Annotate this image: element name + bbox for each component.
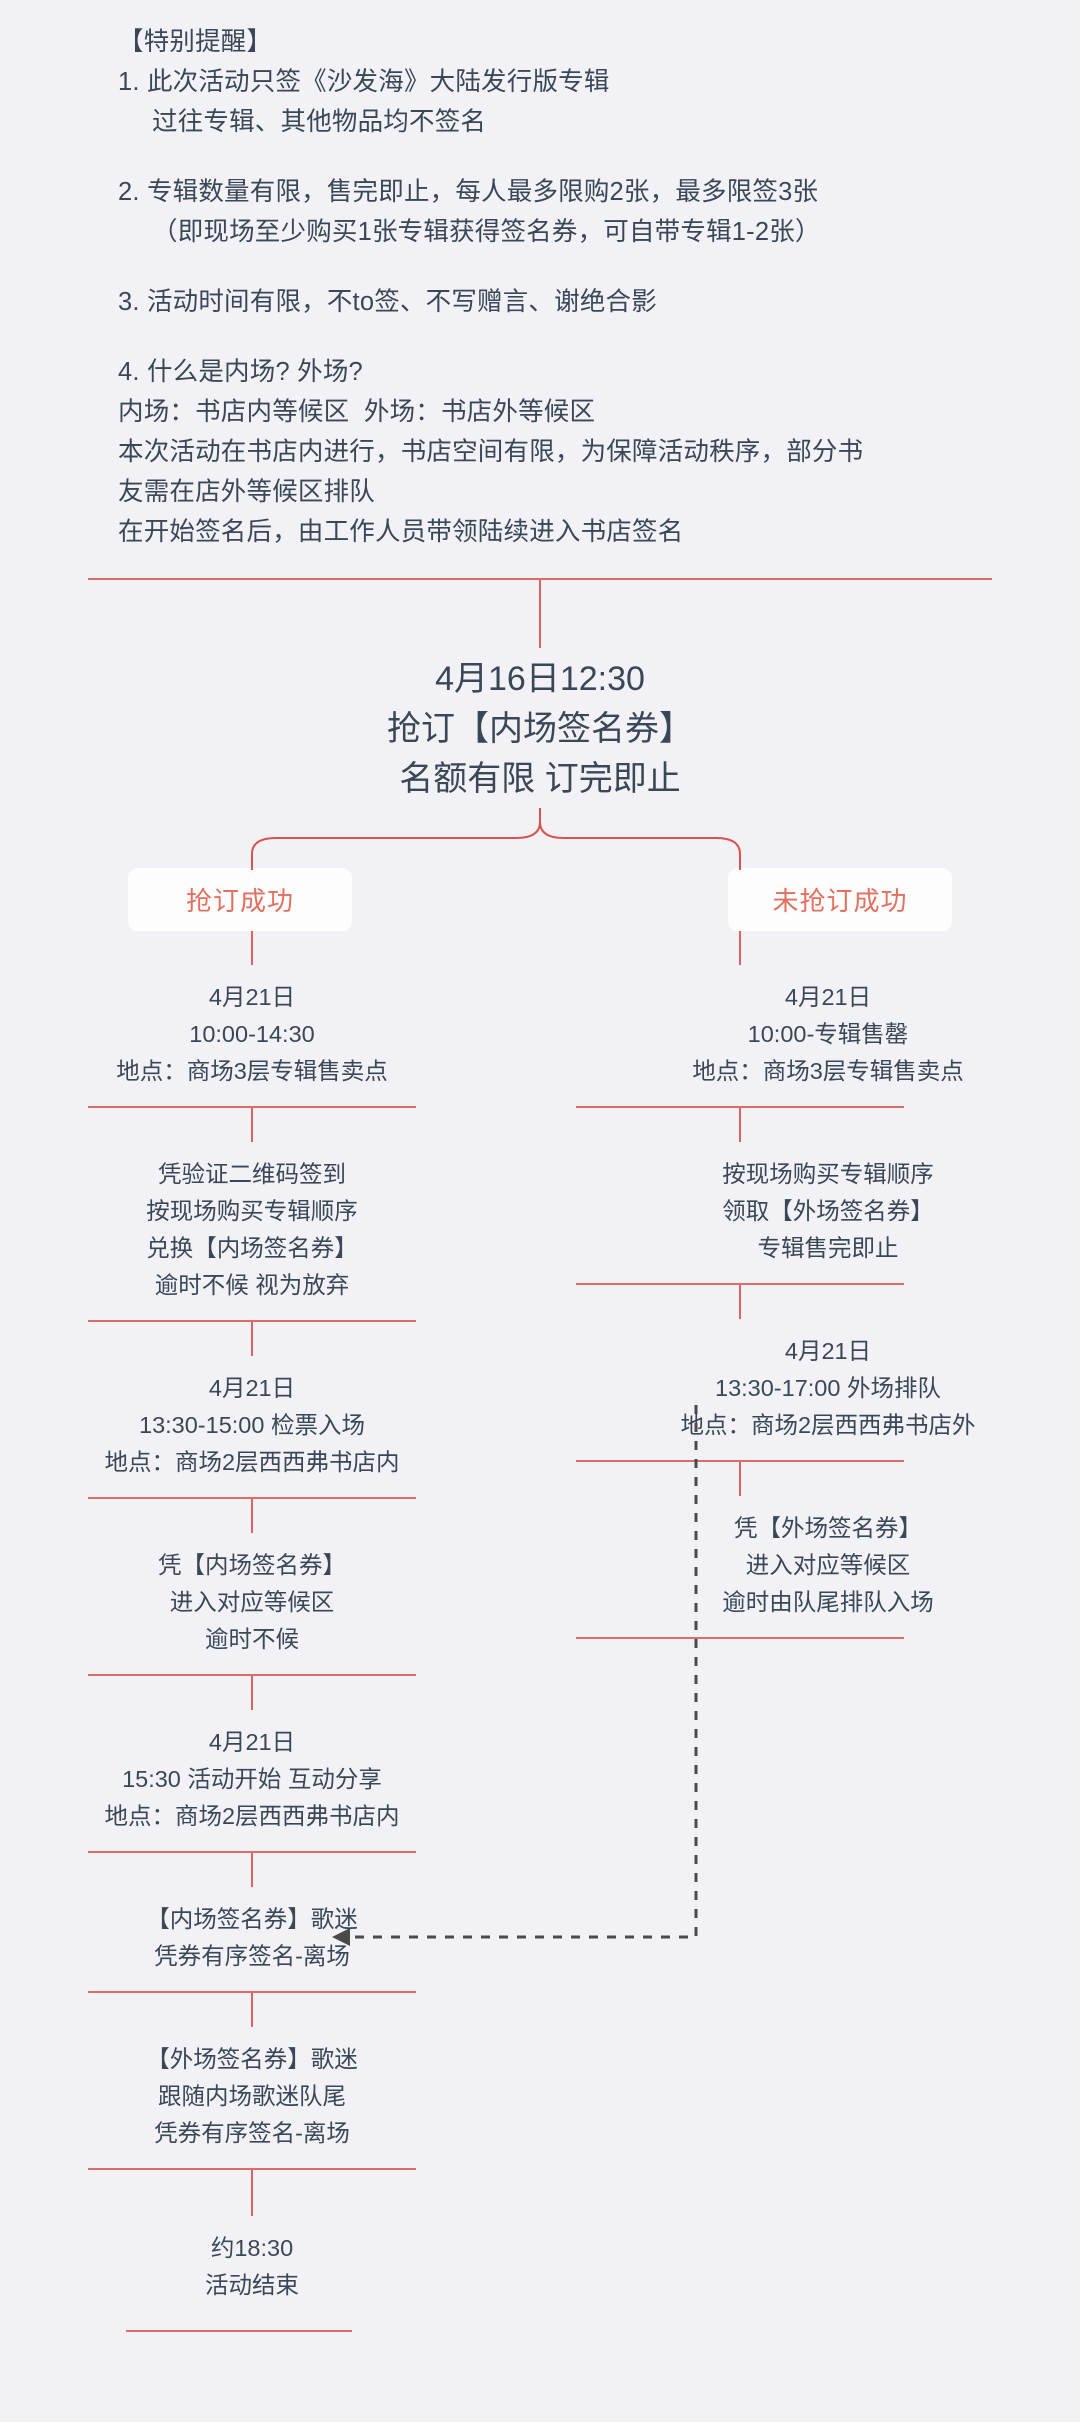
flow-columns: 4月21日 10:00-14:30 地点：商场3层专辑售卖点 凭验证二维码签到 …	[0, 931, 1080, 2332]
connector-left-5	[251, 1853, 253, 1887]
flow-column-left: 4月21日 10:00-14:30 地点：商场3层专辑售卖点 凭验证二维码签到 …	[0, 931, 540, 2332]
connector-right-1	[739, 1108, 741, 1142]
notice-venue-desc-1: 本次活动在书店内进行，书店空间有限，为保障活动秩序，部分书	[118, 438, 864, 466]
flowchart: 4月16日12:30 抢订【内场签名券】 名额有限 订完即止 抢订成功 未抢订成…	[0, 578, 1080, 2422]
connector-left-3	[251, 1499, 253, 1533]
left-step-1: 4月21日 10:00-14:30 地点：商场3层专辑售卖点	[116, 984, 388, 1084]
connector-right-0	[739, 931, 741, 965]
badge-booking-failed: 未抢订成功	[728, 868, 952, 931]
connector-left-6	[251, 1993, 253, 2027]
divider-top	[88, 578, 992, 580]
connector-right-2	[739, 1285, 741, 1319]
notice-line-3: 3. 活动时间有限，不to签、不写赠言、谢绝合影	[118, 288, 657, 316]
flow-title-line-3: 名额有限 订完即止	[399, 760, 681, 798]
notice-line-1: 1. 此次活动只签《沙发海》大陆发行版专辑	[118, 68, 610, 96]
right-step-2: 按现场购买专辑顺序 领取【外场签名券】 专辑售完即止	[722, 1161, 934, 1261]
left-step-4: 凭【内场签名券】 进入对应等候区 逾时不候	[158, 1552, 346, 1652]
right-step-1: 4月21日 10:00-专辑售罄 地点：商场3层专辑售卖点	[692, 984, 964, 1084]
left-divider-5	[88, 1851, 416, 1853]
connector-left-2	[251, 1322, 253, 1356]
flow-title: 4月16日12:30 抢订【内场签名券】 名额有限 订完即止	[0, 648, 1080, 808]
left-divider-7	[88, 2168, 416, 2170]
notice-venue-desc-2: 友需在店外等候区排队	[118, 478, 376, 506]
notice-line-1b: 过往专辑、其他物品均不签名	[152, 108, 487, 136]
branch-fork	[0, 808, 1080, 870]
connector-left-1	[251, 1108, 253, 1142]
right-divider-4	[576, 1637, 904, 1639]
flow-column-right: 4月21日 10:00-专辑售罄 地点：商场3层专辑售卖点 按现场购买专辑顺序 …	[540, 931, 1080, 2332]
connector-left-0	[251, 931, 253, 965]
left-step-3: 4月21日 13:30-15:00 检票入场 地点：商场2层西西弗书店内	[104, 1375, 400, 1475]
notice-line-4: 4. 什么是内场? 外场?	[118, 358, 363, 386]
right-step-4: 凭【外场签名券】 进入对应等候区 逾时由队尾排队入场	[722, 1515, 934, 1615]
flow-title-line-1: 4月16日12:30	[435, 660, 645, 698]
notice-heading: 【特别提醒】	[118, 28, 273, 56]
flow-end-divider	[126, 2330, 352, 2332]
left-step-2: 凭验证二维码签到 按现场购买专辑顺序 兑换【内场签名券】 逾时不候 视为放弃	[146, 1161, 358, 1298]
right-divider-3	[576, 1460, 904, 1462]
flow-end-step: 约18:30 活动结束	[205, 2235, 299, 2298]
left-divider-4	[88, 1674, 416, 1676]
left-divider-3	[88, 1497, 416, 1499]
left-divider-2	[88, 1320, 416, 1322]
flow-title-line-2: 抢订【内场签名券】	[387, 710, 693, 748]
notice-venue-desc-3: 在开始签名后，由工作人员带领陆续进入书店签名	[118, 518, 684, 546]
left-step-7: 【外场签名券】歌迷 跟随内场歌迷队尾 凭券有序签名-离场	[146, 2046, 358, 2146]
connector-left-4	[251, 1676, 253, 1710]
left-step-6: 【内场签名券】歌迷 凭券有序签名-离场	[146, 1906, 358, 1969]
right-step-3: 4月21日 13:30-17:00 外场排队 地点：商场2层西西弗书店外	[680, 1338, 976, 1438]
notice-line-2b: （即现场至少购买1张专辑获得签名券，可自带专辑1-2张）	[152, 218, 821, 246]
connector-right-3	[739, 1462, 741, 1496]
notice-line-2: 2. 专辑数量有限，售完即止，每人最多限购2张，最多限签3张	[118, 178, 819, 206]
special-notice-block: 【特别提醒】 1. 此次活动只签《沙发海》大陆发行版专辑 过往专辑、其他物品均不…	[0, 0, 1080, 560]
left-step-5: 4月21日 15:30 活动开始 互动分享 地点：商场2层西西弗书店内	[104, 1729, 400, 1829]
right-divider-1	[576, 1106, 904, 1108]
connector-top	[539, 580, 541, 648]
badge-booking-success: 抢订成功	[128, 868, 352, 931]
left-divider-1	[88, 1106, 416, 1108]
left-divider-6	[88, 1991, 416, 1993]
connector-left-7	[251, 2170, 253, 2216]
branch-badges: 抢订成功 未抢订成功	[0, 868, 1080, 931]
notice-venue-definition: 内场：书店内等候区 外场：书店外等候区	[118, 398, 596, 426]
right-divider-2	[576, 1283, 904, 1285]
